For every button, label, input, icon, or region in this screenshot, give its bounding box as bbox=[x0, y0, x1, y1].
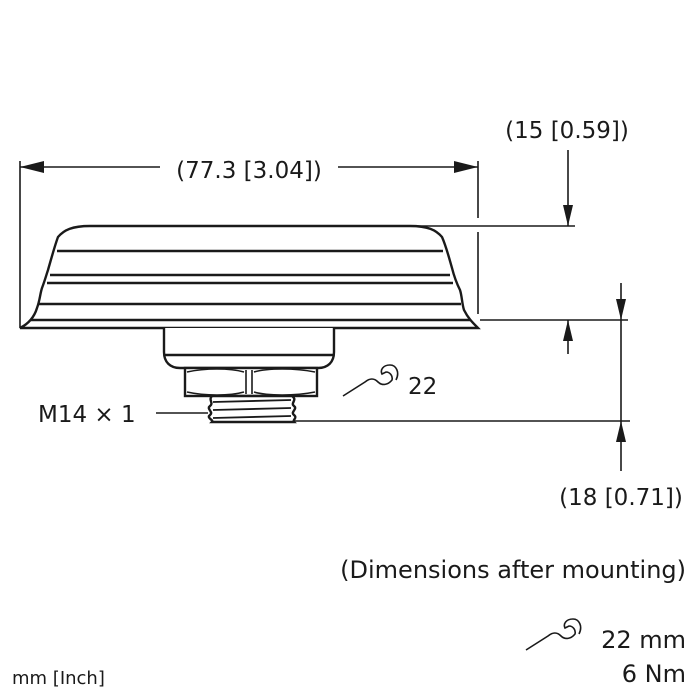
hex-nut bbox=[183, 366, 319, 398]
thread-height-label: (18 [0.71]) bbox=[559, 485, 683, 511]
mounting-note: (Dimensions after mounting) bbox=[340, 556, 686, 584]
body-height-label: (15 [0.59]) bbox=[505, 118, 629, 144]
width-dimension bbox=[19, 161, 479, 328]
thread-height-dimension bbox=[294, 283, 630, 471]
antenna-dome bbox=[19, 224, 481, 330]
mount-body bbox=[162, 328, 336, 370]
units-label: mm [Inch] bbox=[12, 668, 105, 689]
m14-thread bbox=[207, 394, 297, 424]
body-height-dimension bbox=[410, 150, 628, 354]
wrench-icon bbox=[525, 618, 582, 651]
wrench-size-label: 22 bbox=[408, 374, 437, 400]
wrench-icon bbox=[342, 364, 399, 397]
width-dimension-label: (77.3 [3.04]) bbox=[176, 158, 322, 184]
torque-note: 6 Nm bbox=[622, 660, 686, 688]
wrench-spec-note: 22 mm bbox=[601, 626, 686, 654]
thread-label: M14 × 1 bbox=[38, 402, 136, 428]
